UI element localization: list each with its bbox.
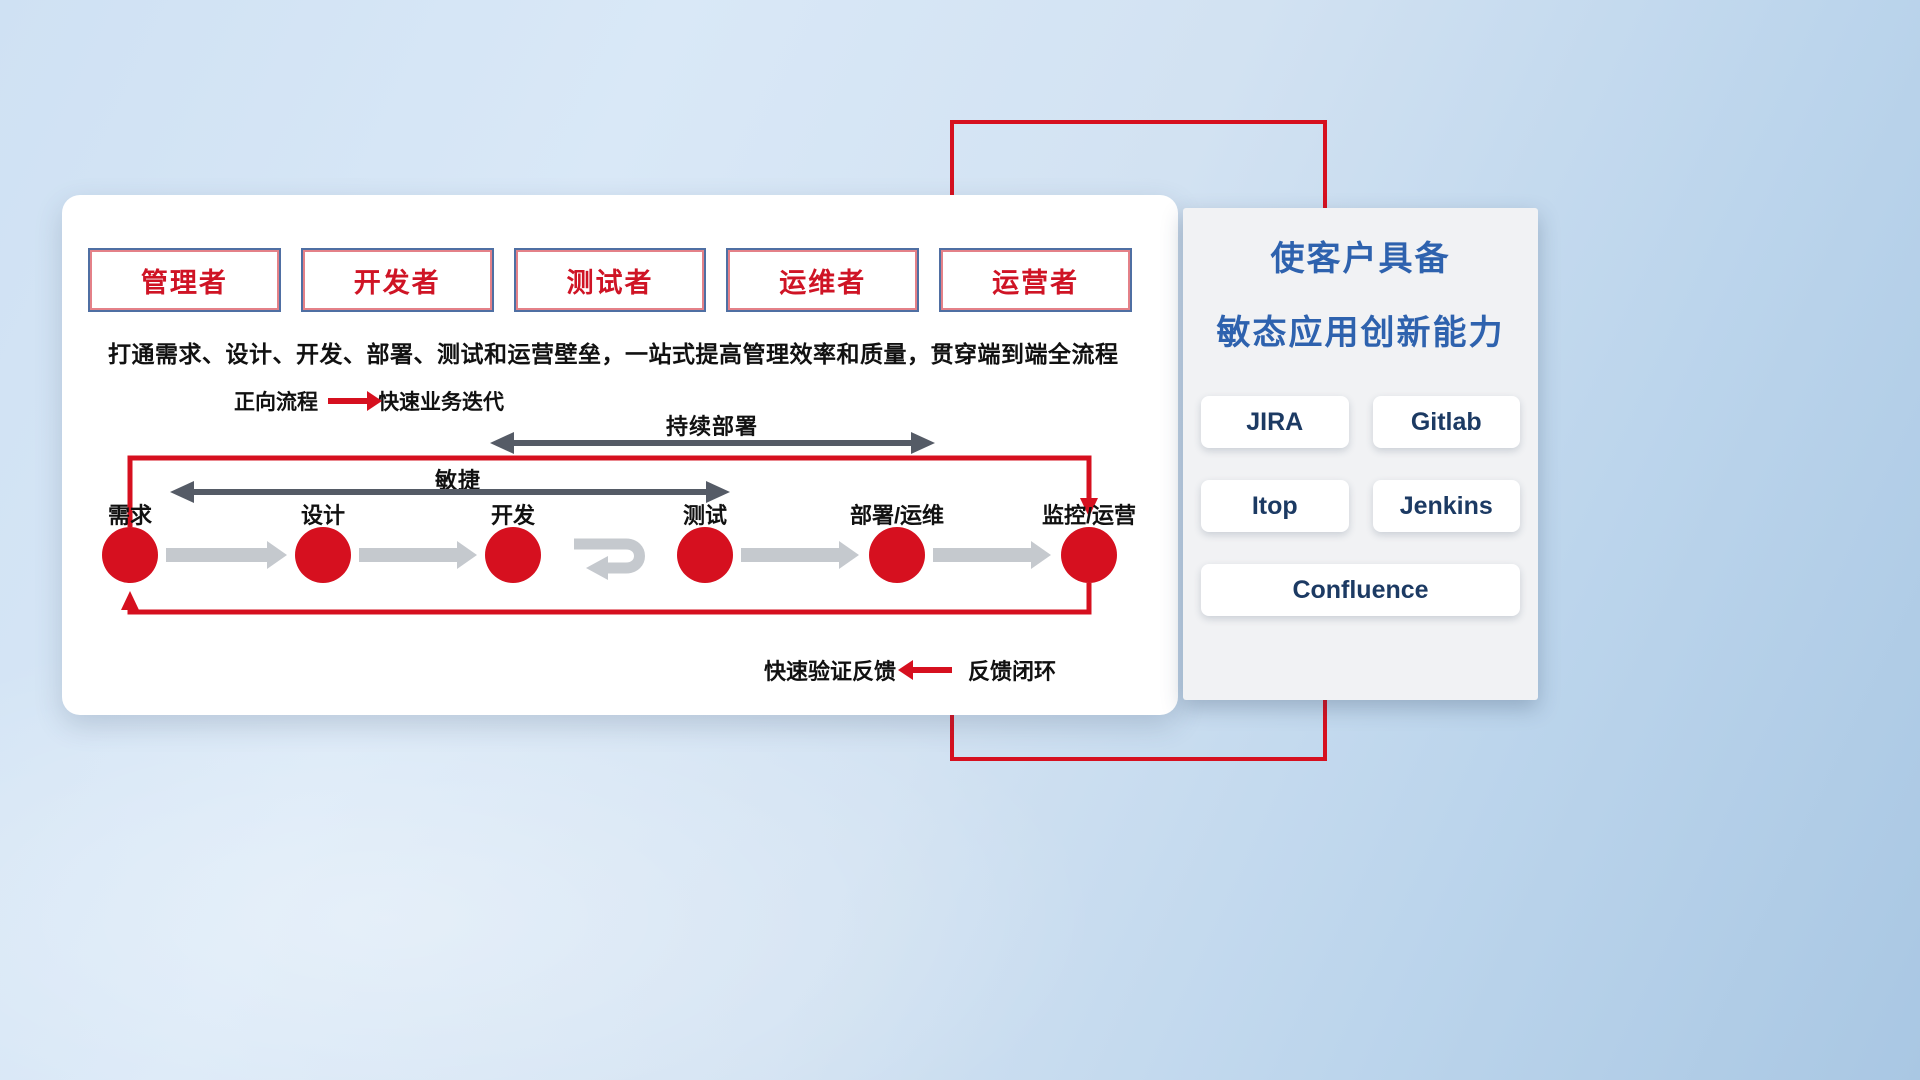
iteration-uturn-icon: [574, 538, 645, 580]
node-circle-test: [677, 527, 733, 583]
role-box-developer: 开发者: [300, 248, 494, 312]
continuous-deploy-label: 持续部署: [665, 414, 759, 439]
legend-forward: 正向流程 快速业务迭代: [234, 386, 504, 416]
step-arrow-icon: [741, 541, 859, 569]
agile-label: 敏捷: [434, 468, 482, 493]
node-circle-develop: [485, 527, 541, 583]
role-box-tester: 测试者: [513, 248, 707, 312]
forward-arrow-icon: [328, 391, 382, 411]
node-label-develop: 开发: [490, 503, 535, 528]
role-box-ops: 运维者: [726, 248, 920, 312]
step-arrow-icon: [166, 541, 287, 569]
node-label-requirement: 需求: [107, 503, 152, 528]
role-label: 运营者: [992, 267, 1080, 298]
tool-badge-gitlab: Gitlab: [1372, 396, 1520, 448]
continuous-deploy-arrowhead-left: [490, 432, 514, 454]
feedback-arrow-icon: [898, 660, 953, 680]
legend-forward-label: 正向流程: [234, 391, 318, 414]
continuous-deploy-arrowhead-right: [911, 432, 935, 454]
node-circle-monitor-op: [1061, 527, 1117, 583]
node-label-design: 设计: [300, 503, 345, 528]
node-label-test: 测试: [682, 503, 727, 528]
role-label: 管理者: [140, 267, 228, 298]
node-circle-requirement: [102, 527, 158, 583]
legend-feedback: 快速验证反馈 反馈闭环: [764, 654, 1056, 686]
tools-panel-title-line1: 使客户具备: [1270, 240, 1451, 278]
node-circle-design: [295, 527, 351, 583]
node-circle-deploy-ops: [869, 527, 925, 583]
step-arrow-icon: [359, 541, 477, 569]
tool-badge-itop: Itop: [1201, 480, 1349, 532]
node-label-monitor-op: 监控/运营: [1041, 503, 1137, 528]
role-box-operator: 运营者: [939, 248, 1132, 312]
role-label: 运维者: [779, 267, 867, 298]
role-label: 测试者: [566, 267, 654, 298]
legend-forward-value: 快速业务迭代: [378, 391, 504, 414]
tool-badge-jenkins: Jenkins: [1372, 480, 1520, 532]
role-box-manager: 管理者: [88, 248, 281, 312]
tools-panel: 使客户具备 敏态应用创新能力 JIRA Gitlab Itop Jenkins …: [1183, 208, 1538, 700]
step-arrow-icon: [933, 541, 1051, 569]
tools-panel-title-line2: 敏态应用创新能力: [1216, 314, 1505, 352]
tool-badge-jira: JIRA: [1201, 396, 1349, 448]
devops-flow-card: 管理者 开发者 测试者 运维者 运营者 打通需求、设计、开发、部署、测试和运营壁…: [62, 195, 1178, 715]
legend-feedback-value: 反馈闭环: [968, 659, 1057, 684]
tool-badge-confluence: Confluence: [1201, 564, 1520, 616]
feedback-loop-line: [121, 583, 1092, 615]
tools-grid: JIRA Gitlab Itop Jenkins Confluence: [1201, 396, 1520, 616]
headline-text: 打通需求、设计、开发、部署、测试和运营壁垒，一站式提高管理效率和质量，贯穿端到端…: [108, 341, 1119, 367]
role-label: 开发者: [353, 267, 441, 298]
node-label-deploy-ops: 部署/运维: [849, 503, 945, 528]
role-boxes-row: 管理者 开发者 测试者 运维者 运营者: [88, 248, 1132, 312]
legend-feedback-label: 快速验证反馈: [764, 659, 897, 684]
